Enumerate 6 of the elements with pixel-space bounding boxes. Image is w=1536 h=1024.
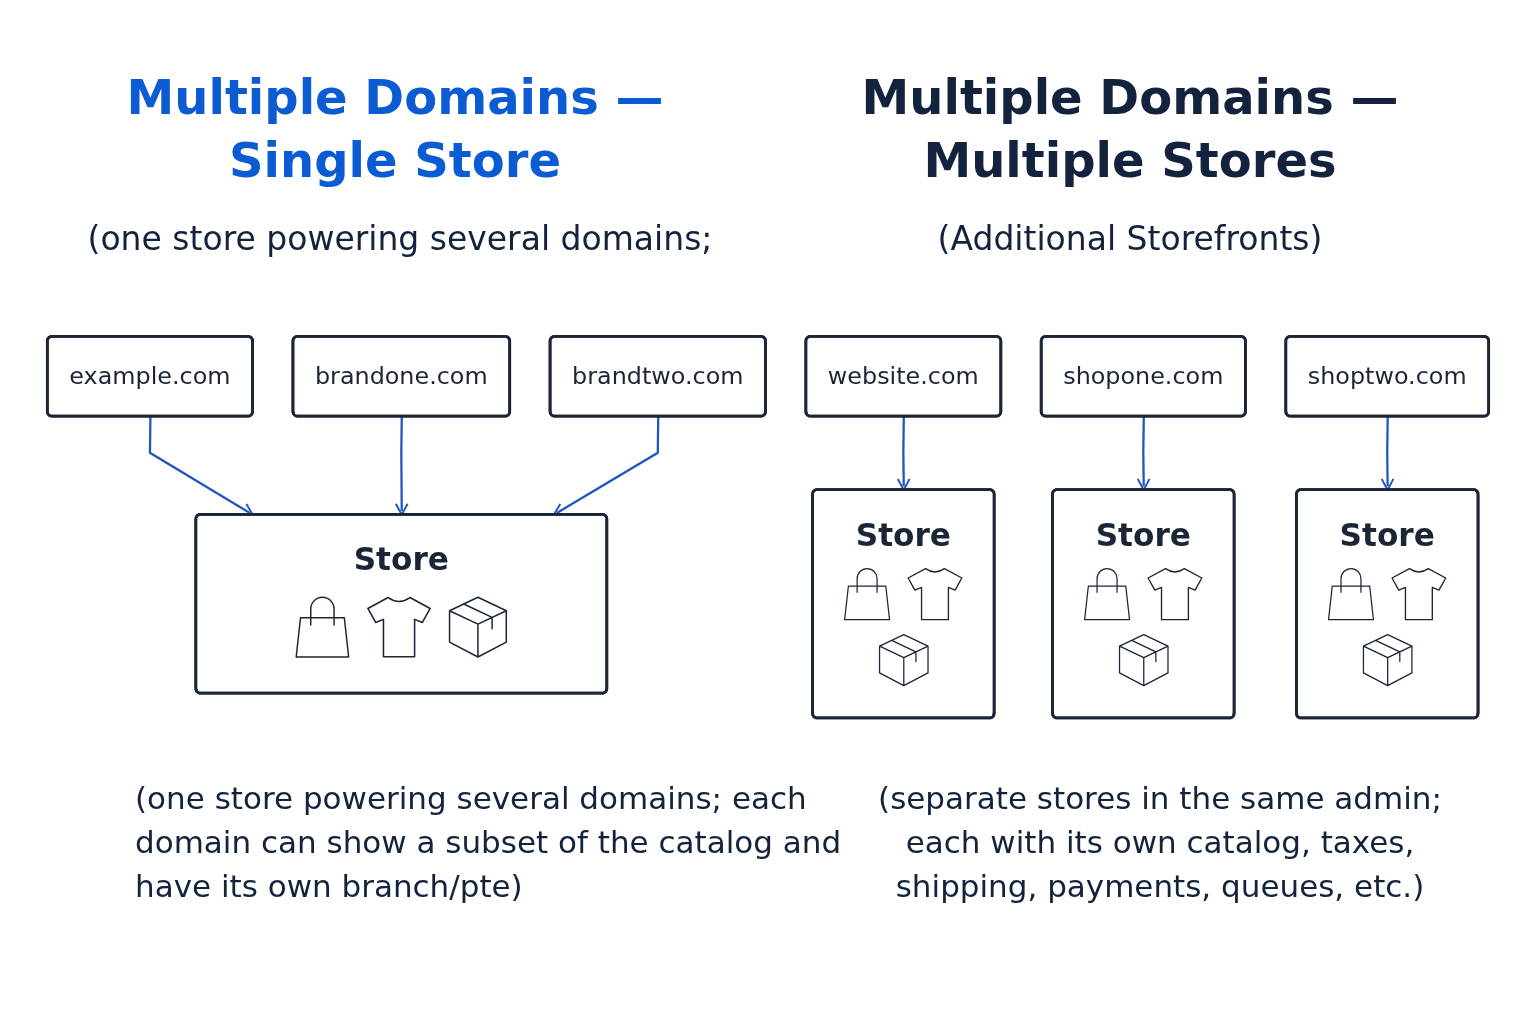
- heading: Multiple Domains — Multiple Stores: [860, 68, 1400, 191]
- caption: (separate stores in the same admin; each with its own catalog, taxes, shipping, payments, queues, etc.): [877, 779, 1443, 907]
- caption: (one store powering several domains; each domain can show a subset of the catalog and have its own branch/pte): [135, 779, 843, 907]
- heading: Multiple Domains — Single Store: [125, 68, 665, 191]
- subtitle: (Additional Storefronts): [936, 218, 1324, 260]
- subtitle: (one store powering several domains;: [86, 218, 714, 260]
